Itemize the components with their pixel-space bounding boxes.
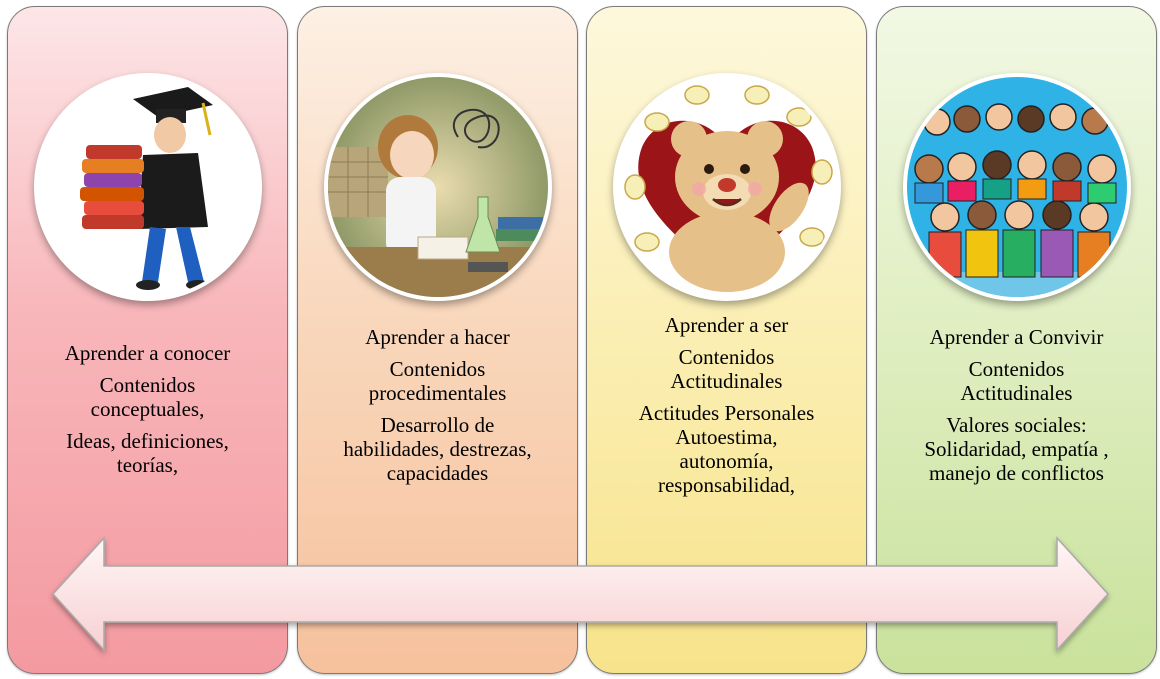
- panel-subtitle: Contenidos Actitudinales: [670, 345, 783, 393]
- panel-description: Actitudes Personales Autoestima, autonom…: [638, 401, 815, 497]
- panel-text: Aprender a conocer Contenidos conceptual…: [14, 341, 281, 477]
- panel-aprender-a-conocer: Aprender a conocer Contenidos conceptual…: [7, 6, 288, 674]
- panel-aprender-a-hacer: Aprender a hacer Contenidos procedimenta…: [297, 6, 578, 674]
- panel-title: Aprender a hacer: [365, 325, 510, 349]
- panel-subtitle: Contenidos procedimentales: [368, 357, 507, 405]
- group-of-children-illustration: [902, 73, 1131, 301]
- panel-subtitle: Contenidos conceptuales,: [90, 373, 205, 421]
- panel-subtitle: Contenidos Actitudinales: [960, 357, 1073, 405]
- panel-text: Aprender a ser Contenidos Actitudinales …: [593, 313, 860, 497]
- panel-description: Ideas, definiciones, teorías,: [66, 429, 229, 477]
- panel-aprender-a-ser: Aprender a ser Contenidos Actitudinales …: [586, 6, 867, 674]
- panel-title: Aprender a Convivir: [929, 325, 1104, 349]
- panel-title: Aprender a ser: [664, 313, 789, 337]
- panel-aprender-a-convivir: Aprender a Convivir Contenidos Actitudin…: [876, 6, 1157, 674]
- panel-text: Aprender a hacer Contenidos procedimenta…: [304, 325, 571, 485]
- girl-scientist-illustration: [323, 73, 552, 301]
- panel-description: Valores sociales: Solidaridad, empatía ,…: [924, 413, 1109, 485]
- panel-text: Aprender a Convivir Contenidos Actitudin…: [883, 325, 1150, 485]
- panel-description: Desarrollo de habilidades, destrezas, ca…: [343, 413, 532, 485]
- teddy-bear-illustration: [612, 73, 841, 301]
- graduate-with-books-illustration: [33, 73, 262, 301]
- panel-title: Aprender a conocer: [64, 341, 231, 365]
